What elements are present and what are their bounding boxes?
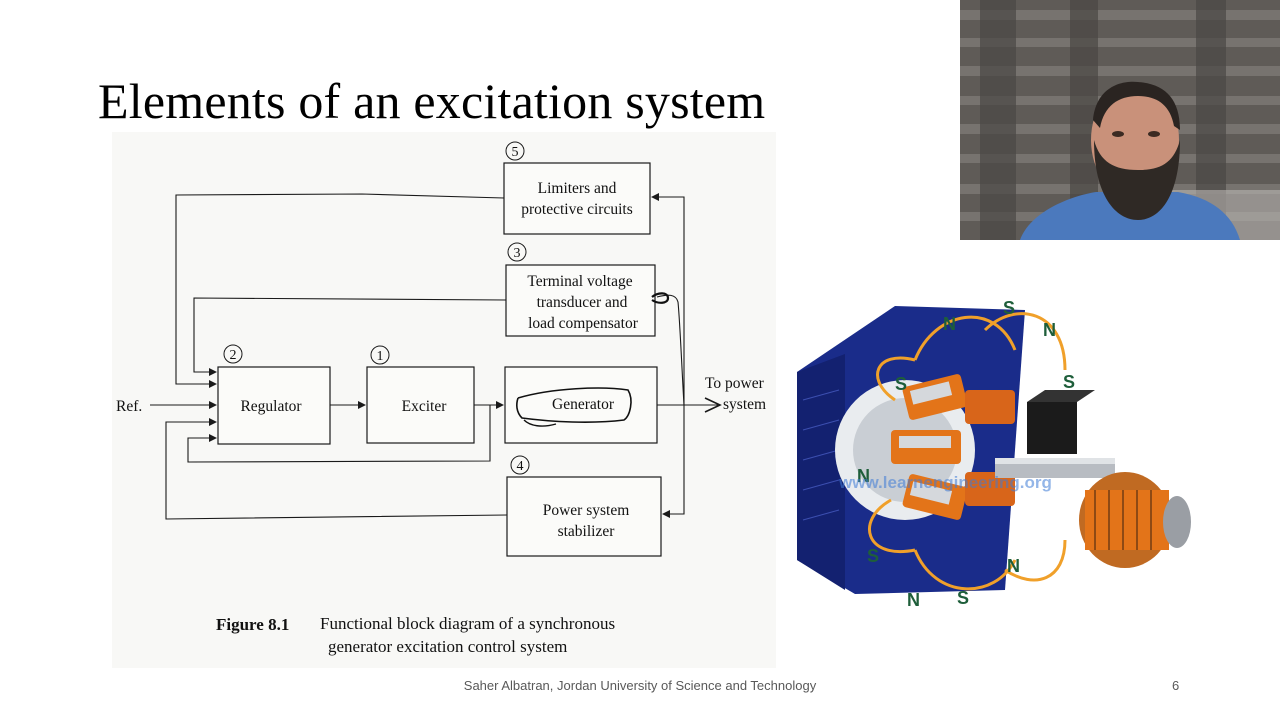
generator-label: Generator	[552, 396, 615, 413]
exciter-feedback-wire	[187, 405, 491, 463]
transducer-label-3: load compensator	[528, 315, 639, 332]
generator-3d-drawing: S N S N S N S N S N www.learnengineering…	[797, 298, 1191, 610]
svg-text:N: N	[1007, 556, 1020, 576]
number-circle-2: 2	[223, 344, 243, 364]
presenter-video-frame	[960, 0, 1280, 240]
transducer-to-regulator-wire	[193, 297, 507, 376]
block-diagram-svg: Limiters and protective circuits Termina…	[116, 141, 766, 656]
svg-text:5: 5	[512, 145, 519, 160]
caption-line-2: generator excitation control system	[328, 637, 567, 656]
generator-annotation-tail	[523, 419, 557, 427]
block-transducer	[505, 264, 656, 337]
svg-text:S: S	[867, 546, 879, 566]
block-exciter	[366, 366, 475, 444]
ref-label: Ref.	[116, 398, 142, 415]
hand-drawn-loop-mark	[651, 292, 670, 304]
transducer-label-2: transducer and	[537, 294, 628, 311]
number-circle-5: 5	[505, 141, 525, 161]
pss-label-2: stabilizer	[558, 523, 616, 540]
slide-footer: Saher Albatran, Jordan University of Sci…	[0, 678, 1280, 693]
svg-text:N: N	[943, 314, 956, 334]
svg-text:3: 3	[514, 246, 521, 261]
output-label-1: To power	[705, 375, 765, 392]
exciter-label: Exciter	[402, 398, 448, 415]
svg-text:1: 1	[377, 349, 384, 364]
block-limiters	[503, 162, 651, 235]
pss-to-regulator-wire	[165, 418, 508, 520]
regulator-label: Regulator	[240, 398, 302, 415]
block-regulator	[217, 366, 331, 445]
presenter-webcam	[960, 0, 1280, 240]
synchronous-generator-illustration: S N S N S N S N S N www.learnengineering…	[795, 290, 1195, 625]
limiters-label-2: protective circuits	[521, 201, 632, 218]
caption-line-1: Functional block diagram of a synchronou…	[320, 614, 615, 633]
output-label-2: system	[723, 396, 766, 413]
output-to-limiters-wire	[651, 193, 685, 405]
svg-text:4: 4	[517, 459, 524, 474]
slide-title: Elements of an excitation system	[98, 73, 766, 129]
block-generator	[504, 366, 658, 444]
pss-label-1: Power system	[543, 502, 630, 519]
svg-text:S: S	[957, 588, 969, 608]
svg-text:N: N	[857, 466, 870, 486]
figure-label: Figure 8.1	[216, 615, 289, 634]
illustration-watermark: www.learnengineering.org	[838, 473, 1052, 492]
svg-text:S: S	[895, 374, 907, 394]
svg-text:2: 2	[230, 348, 237, 363]
svg-text:S: S	[1063, 372, 1075, 392]
output-to-pss-wire	[662, 405, 685, 518]
output-to-transducer-wire	[656, 294, 685, 406]
generator-annotation-scribble	[516, 387, 632, 423]
svg-text:N: N	[907, 590, 920, 610]
svg-text:S: S	[1003, 298, 1015, 318]
slide-number: 6	[1172, 678, 1180, 693]
block-pss	[506, 476, 662, 557]
number-circle-1: 1	[370, 345, 390, 365]
number-circle-3: 3	[507, 242, 527, 262]
svg-text:N: N	[1043, 320, 1056, 340]
transducer-label-1: Terminal voltage	[527, 273, 632, 290]
footer-text: Saher Albatran, Jordan University of Sci…	[463, 678, 817, 693]
number-circle-4: 4	[510, 455, 530, 475]
block-diagram-figure: Limiters and protective circuits Termina…	[112, 132, 776, 668]
limiters-label-1: Limiters and	[538, 180, 617, 197]
limiters-to-regulator-wire	[175, 193, 505, 388]
